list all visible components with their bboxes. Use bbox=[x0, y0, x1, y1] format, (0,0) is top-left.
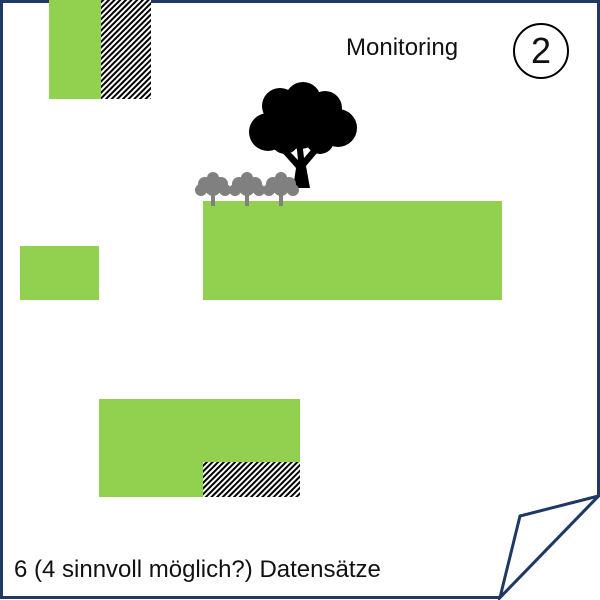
large-tree-icon bbox=[249, 82, 357, 188]
area-bottom-hatched bbox=[203, 462, 300, 497]
caption: 6 (4 sinnvoll möglich?) Datensätze bbox=[14, 556, 381, 583]
title: Monitoring bbox=[346, 34, 459, 61]
area-center bbox=[203, 201, 502, 300]
step-number-badge: 2 bbox=[513, 23, 569, 79]
area-top-left-hatched bbox=[101, 0, 151, 99]
area-top-left bbox=[49, 0, 101, 99]
area-left bbox=[20, 246, 99, 300]
page-curl bbox=[497, 494, 600, 600]
